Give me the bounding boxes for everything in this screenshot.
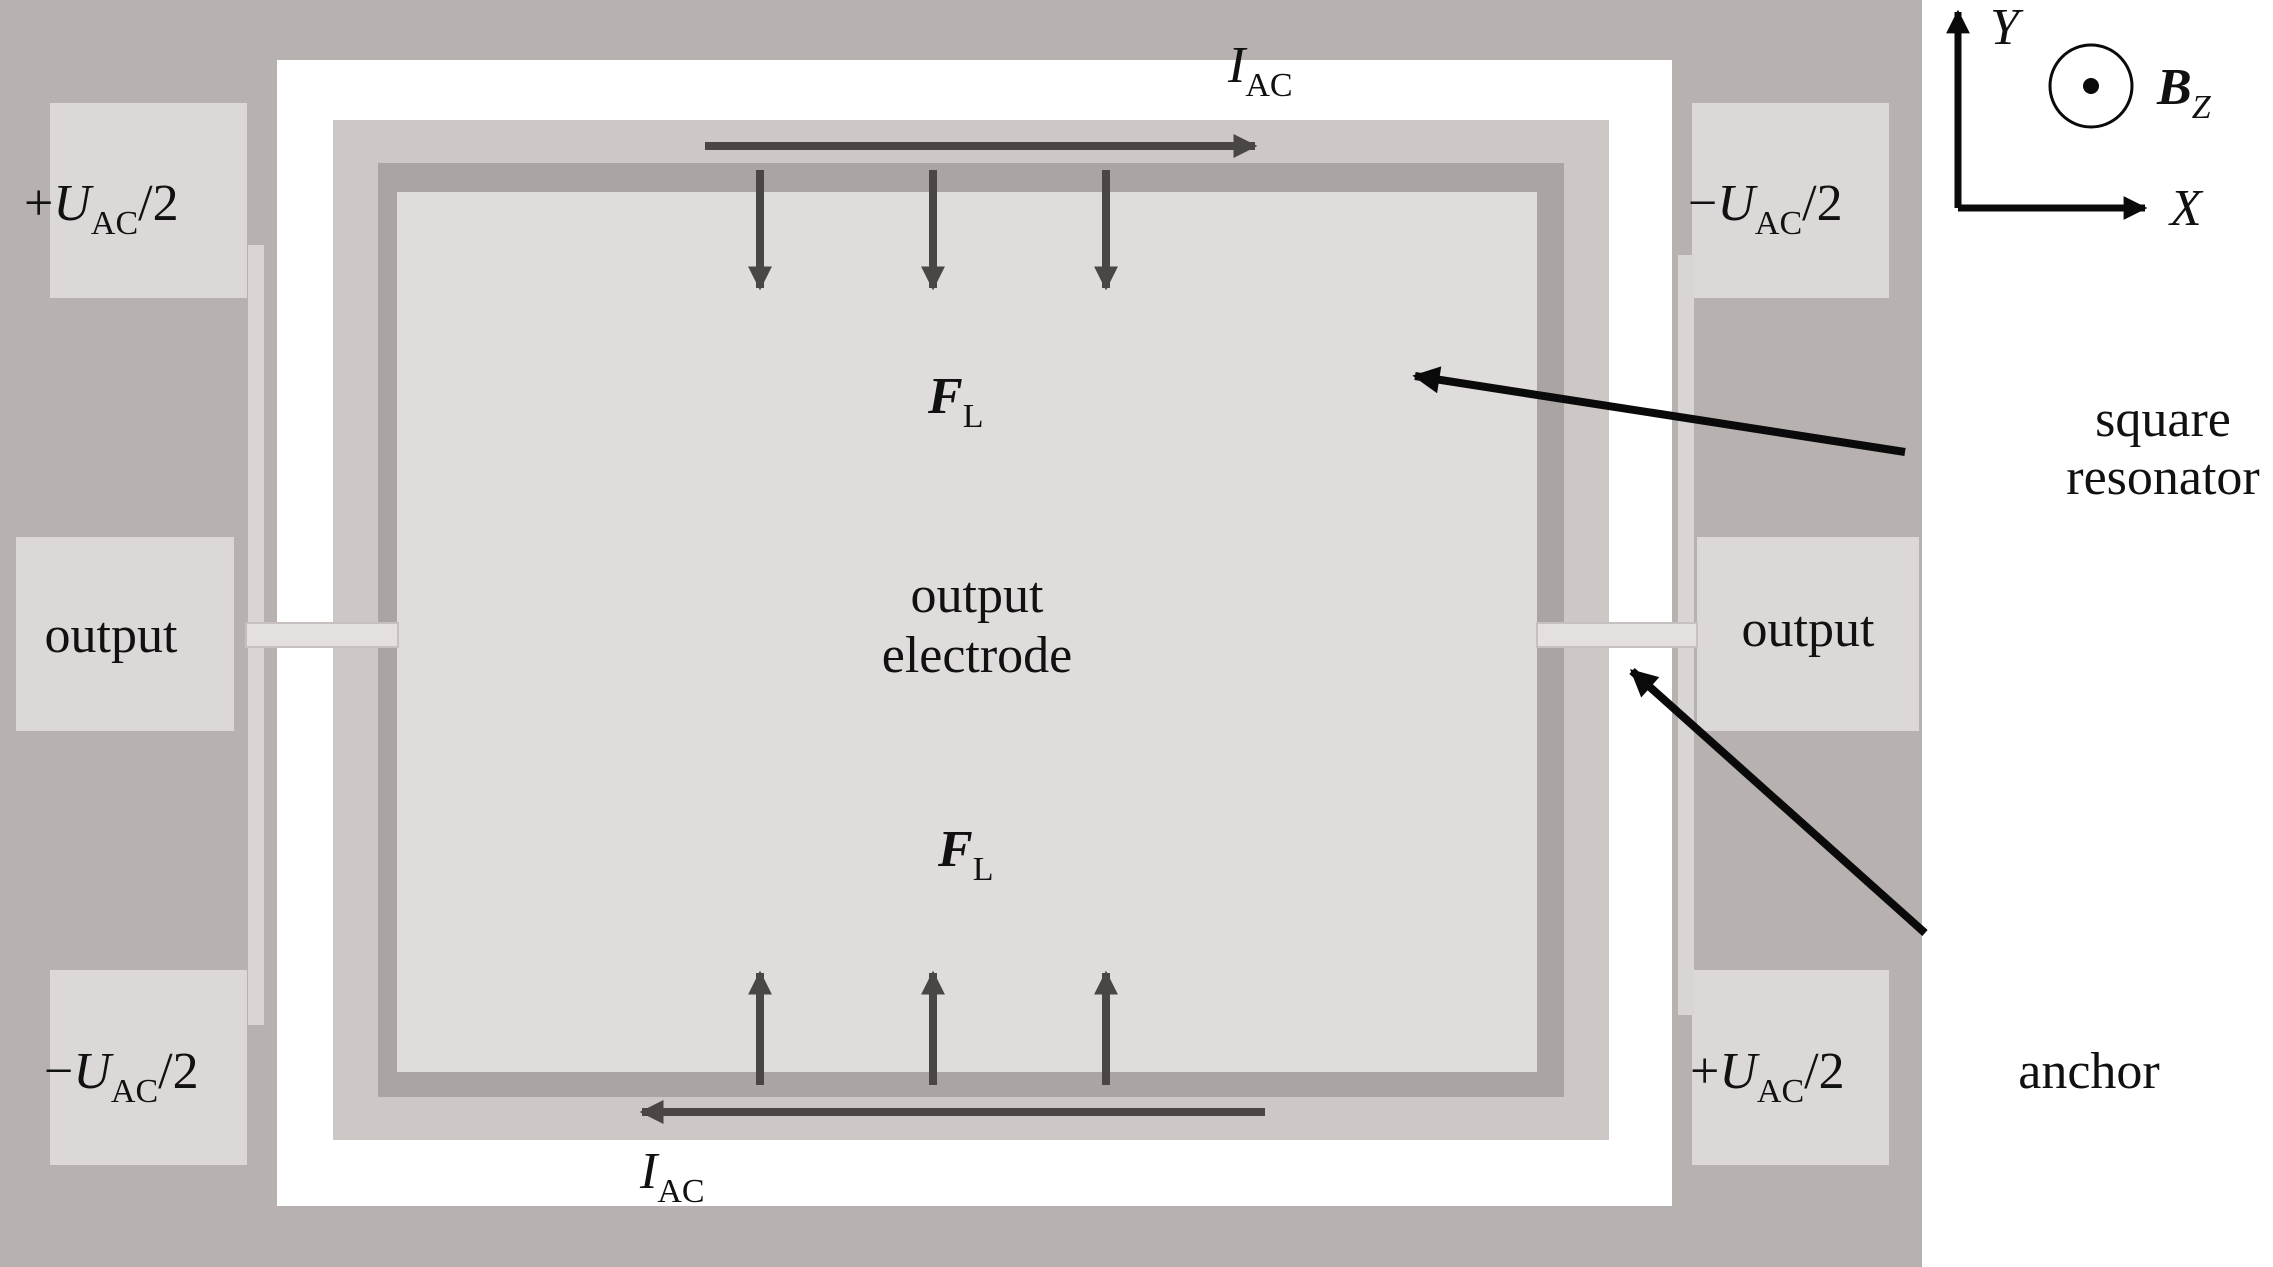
anchor-beam-right — [1536, 622, 1698, 648]
force-label-top: FL — [927, 368, 983, 435]
pad-bottom-right — [1692, 970, 1889, 1165]
current-label-bottom: IAC — [639, 1143, 705, 1210]
voltage-label-top-right: −UAC/2 — [1688, 175, 1843, 242]
pad-bottom-left — [50, 970, 247, 1165]
output-label-right: output — [1742, 601, 1875, 658]
voltage-label-bottom-left: −UAC/2 — [44, 1043, 199, 1110]
current-label-top: IAC — [1227, 37, 1293, 104]
anchor-pointer — [1629, 668, 1928, 936]
dot-in-circle-icon — [2048, 43, 2134, 129]
xy-axes-icon — [1946, 9, 2148, 220]
voltage-label-top-left: +UAC/2 — [24, 175, 179, 242]
output-pad-left — [16, 537, 234, 731]
voltage-label-bottom-right: +UAC/2 — [1690, 1043, 1845, 1110]
output-electrode — [397, 192, 1537, 1072]
field-label: BZ — [2156, 59, 2212, 126]
square-resonator-label-line1: square — [2095, 391, 2231, 448]
square-resonator-pointer — [1412, 366, 1906, 456]
square-resonator-label-line2: resonator — [2066, 449, 2259, 506]
axis-x-label: X — [2168, 180, 2204, 237]
axis-y-label: Y — [1990, 0, 2024, 56]
pad-top-right — [1692, 103, 1889, 298]
anchor-beam-left — [245, 622, 399, 648]
output-electrode-label-line2: electrode — [882, 627, 1073, 684]
output-pad-right — [1697, 537, 1919, 731]
output-electrode-label-line1: output — [911, 567, 1044, 624]
force-label-bottom: FL — [937, 821, 993, 888]
anchor-label: anchor — [2018, 1043, 2159, 1100]
pad-top-left — [50, 103, 247, 298]
output-label-left: output — [45, 607, 178, 664]
